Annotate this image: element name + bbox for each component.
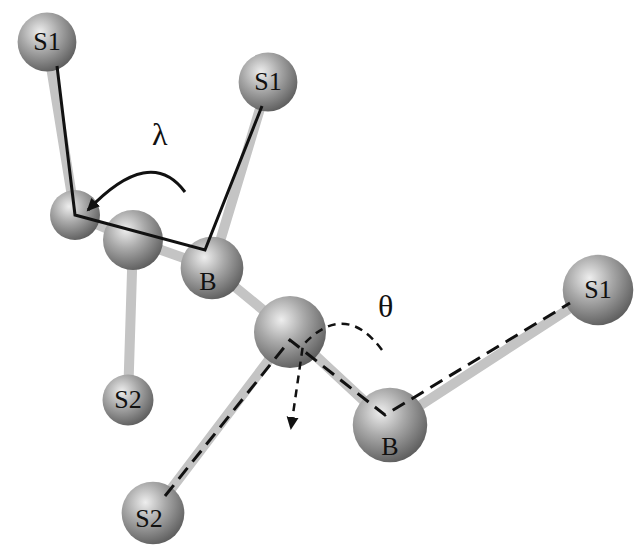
theta-angle-line	[165, 303, 570, 496]
unlabeled-atoms	[50, 190, 326, 368]
atom-label: S1	[254, 69, 281, 95]
atom-node: S1	[238, 52, 298, 112]
atom-label: B	[381, 434, 398, 460]
atom-label: B	[199, 269, 216, 295]
atom-label: S1	[33, 29, 60, 55]
atom-label: S1	[584, 277, 611, 303]
bond-connector	[419, 308, 571, 407]
atom-node: B	[352, 387, 428, 463]
angle-label: λ	[152, 118, 168, 150]
atom-node: S1	[17, 12, 77, 72]
atom-node: S2	[102, 374, 154, 426]
atom-node: S2	[121, 481, 185, 545]
lambda-angle-line	[57, 66, 262, 250]
bond-lines	[47, 42, 390, 513]
atom-node: S1	[562, 254, 634, 326]
atom-label: S2	[135, 506, 162, 532]
lambda-arrow	[88, 172, 185, 210]
angle-label: θ	[378, 290, 393, 322]
atom-node: B	[180, 236, 244, 300]
atom-label: S2	[114, 387, 141, 413]
